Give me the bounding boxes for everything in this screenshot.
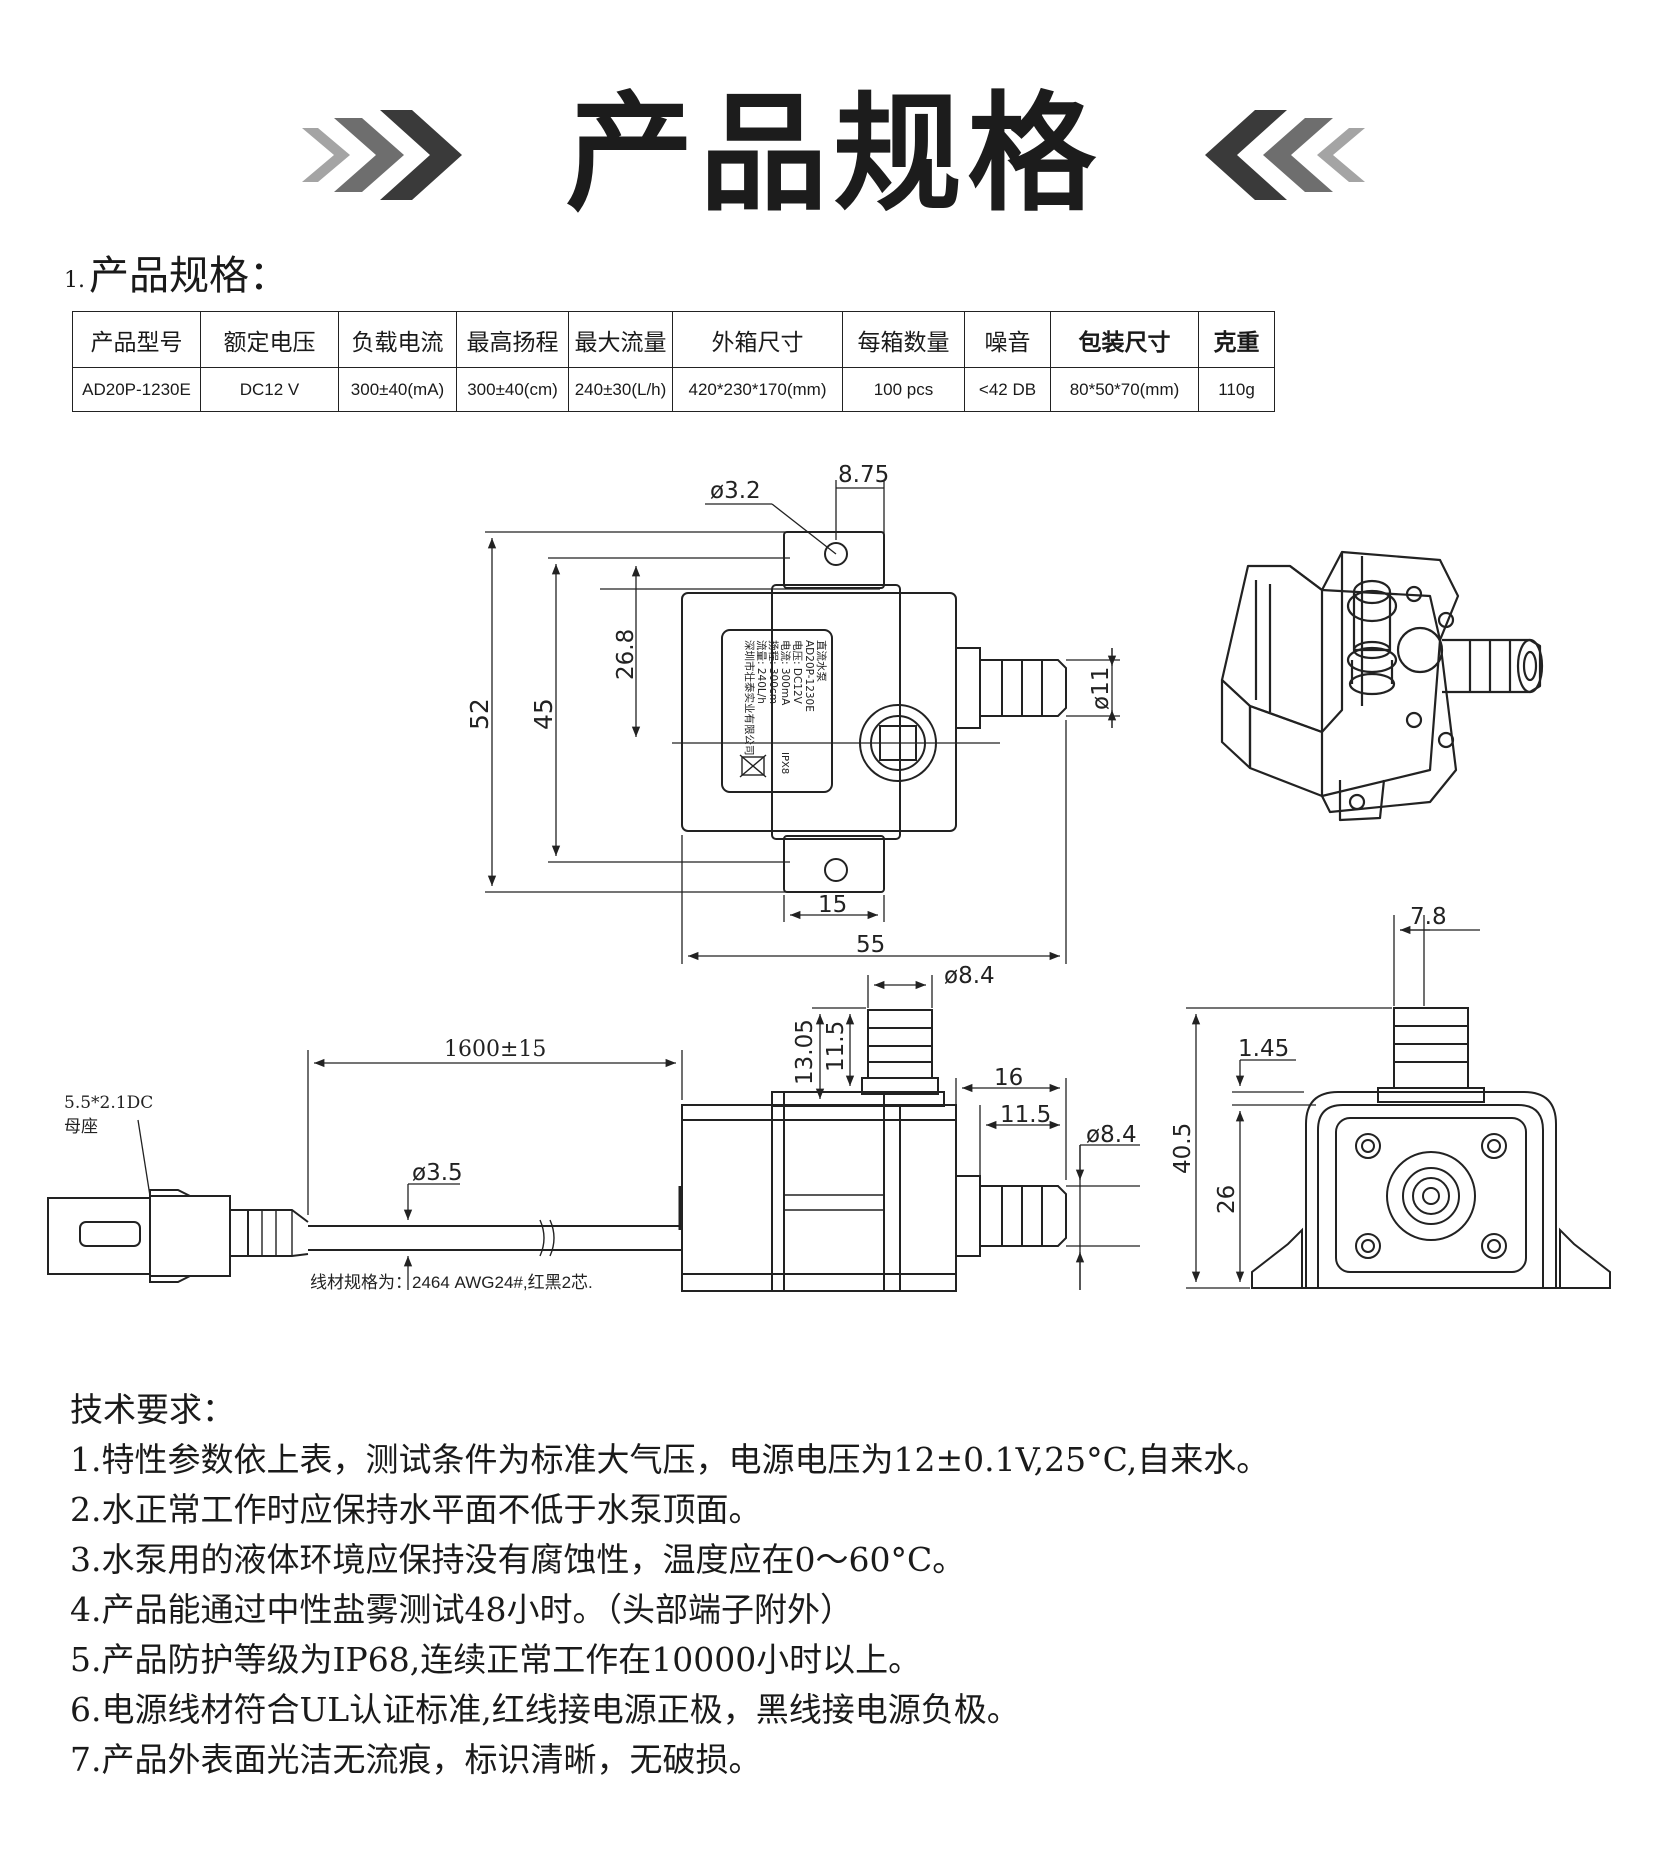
spec-value: 240±30(L/h) <box>568 367 673 412</box>
spec-header: 最高扬程 <box>456 311 569 368</box>
section-title: 1.产品规格： <box>64 250 289 307</box>
mount-hole-bottom <box>824 858 848 882</box>
cable-boot <box>247 1209 309 1257</box>
top-view-tab-bottom <box>783 835 885 893</box>
mount-hole-top <box>824 542 848 566</box>
spec-value: 300±40(cm) <box>456 367 569 412</box>
front-view <box>678 1009 1067 1292</box>
dim-d405: 40.5 <box>1170 1123 1196 1174</box>
top-view-dim-text: ø3.2 8.75 26.8 52 45 ø11 15 55 <box>465 462 1114 958</box>
dim-d16: 16 <box>994 1065 1023 1091</box>
spec-table: 产品型号 额定电压 负载电流 最高扬程 最大流量 外箱尺寸 每箱数量 噪音 包装… <box>72 311 1275 412</box>
dim-d52: 52 <box>465 698 494 730</box>
header-chevrons <box>302 110 1365 200</box>
label-line: 直流水泵 <box>815 640 828 682</box>
requirement-item: 4.产品能通过中性盐雾测试48小时。（头部端子附外） <box>70 1590 853 1629</box>
spec-header: 产品型号 <box>72 311 201 368</box>
dim-d78: 7.8 <box>1410 904 1447 930</box>
spec-value: 80*50*70(mm) <box>1050 367 1199 412</box>
spec-header: 外箱尺寸 <box>672 311 843 368</box>
top-view-tab-top <box>783 531 885 589</box>
requirement-item: 3.水泵用的液体环境应保持没有腐蚀性，温度应在0～60°C。 <box>70 1540 966 1579</box>
requirement-item: 2.水正常工作时应保持水平面不低于水泵顶面。 <box>70 1490 762 1529</box>
front-view-dim-text: ø8.4 13.05 11.5 16 11.5 ø8.4 <box>792 963 1137 1148</box>
dim-d115-h: 11.5 <box>1000 1102 1051 1128</box>
top-view <box>600 531 1067 893</box>
top-view-frame <box>771 584 901 840</box>
label-line: 流量: 240L/h <box>755 640 768 704</box>
spec-header: 每箱数量 <box>842 311 965 368</box>
label-line: 深圳市壮泰实业有限公司 <box>743 640 756 756</box>
isometric-view <box>1220 550 1544 822</box>
dim-d268: 26.8 <box>613 629 639 680</box>
dim-d84-top: ø8.4 <box>944 963 995 989</box>
dim-d45: 45 <box>529 698 558 730</box>
connector-name: 母座 <box>64 1117 98 1137</box>
requirements-title: 技术要求： <box>70 1390 235 1429</box>
label-line: 电压: DC12V <box>791 640 804 705</box>
label-line: 电流: 300mA <box>779 640 792 706</box>
dim-d15: 15 <box>818 892 847 918</box>
spec-header: 包装尺寸 <box>1050 311 1199 368</box>
spec-value: <42 DB <box>964 367 1051 412</box>
spec-value-row: AD20P-1230E DC12 V 300±40(mA) 300±40(cm)… <box>72 367 1275 412</box>
cable-text: 1600±15 ø3.5 5.5*2.1DC 母座 线材规格为：2464 AWG… <box>64 1037 593 1292</box>
spec-header: 克重 <box>1198 311 1275 368</box>
dim-d145: 1.45 <box>1238 1036 1289 1062</box>
cable-diameter: ø3.5 <box>412 1160 463 1186</box>
section-title-text: 产品规格： <box>89 253 289 299</box>
top-view-body <box>681 592 957 832</box>
side-view-dimensions <box>1186 915 1480 1289</box>
cable-drawing <box>47 1119 682 1283</box>
cable-spec-note: 线材规格为：2464 AWG24#,红黑2芯. <box>310 1273 593 1292</box>
right-chevrons-icon <box>1205 110 1365 200</box>
front-view-dimensions <box>812 975 1140 1290</box>
spec-value: 420*230*170(mm) <box>672 367 843 412</box>
dim-d1305: 13.05 <box>792 1019 818 1085</box>
ip-rating: IPX8 <box>779 752 790 774</box>
dim-d11: ø11 <box>1088 667 1114 710</box>
spec-value: DC12 V <box>200 367 339 412</box>
dim-d875: 8.75 <box>838 462 889 488</box>
top-view-label-text: 直流水泵 AD20P-1230E 电压: DC12V 电流: 300mA 扬程:… <box>743 640 828 774</box>
spec-header: 最大流量 <box>568 311 673 368</box>
dim-d32: ø3.2 <box>710 478 761 504</box>
dim-d55: 55 <box>856 932 885 958</box>
outlet-barb <box>956 647 1067 729</box>
cable-dimensions <box>307 1050 683 1290</box>
spec-value: 300±40(mA) <box>338 367 457 412</box>
cable-length: 1600±15 <box>444 1037 546 1062</box>
dim-d115-v: 11.5 <box>823 1021 849 1072</box>
requirement-item: 6.电源线材符合UL认证标准,红线接电源正极，黑线接电源负极。 <box>70 1690 1020 1729</box>
spec-header: 噪音 <box>964 311 1051 368</box>
spec-header-row: 产品型号 额定电压 负载电流 最高扬程 最大流量 外箱尺寸 每箱数量 噪音 包装… <box>72 311 1275 368</box>
dim-d26: 26 <box>1214 1185 1240 1214</box>
requirement-item: 5.产品防护等级为IP68,连续正常工作在10000小时以上。 <box>70 1640 922 1679</box>
label-line: AD20P-1230E <box>803 640 815 712</box>
recycle-bin-icon <box>739 754 767 778</box>
label-plate <box>721 629 833 793</box>
technical-requirements: 技术要求： 1.特性参数依上表，测试条件为标准大气压，电源电压为12±0.1V,… <box>70 1385 1269 1785</box>
dc-plug <box>149 1195 231 1277</box>
top-view-dimensions <box>485 480 1120 964</box>
section-number: 1. <box>64 268 85 293</box>
label-line: 扬程: 300cm <box>767 640 780 704</box>
requirement-item: 7.产品外表面光洁无流痕，标识清晰，无破损。 <box>70 1740 762 1779</box>
connector-type: 5.5*2.1DC <box>64 1093 153 1113</box>
dim-d84-right: ø8.4 <box>1086 1122 1137 1148</box>
side-view-dim-text: 7.8 1.45 40.5 26 <box>1170 904 1447 1214</box>
side-view <box>1251 1007 1611 1289</box>
requirement-item: 1.特性参数依上表，测试条件为标准大气压，电源电压为12±0.1V,25°C,自… <box>70 1440 1270 1479</box>
page-title: 产品规格 <box>565 80 1102 229</box>
left-chevrons-icon <box>302 110 462 200</box>
spec-value: 110g <box>1198 367 1275 412</box>
